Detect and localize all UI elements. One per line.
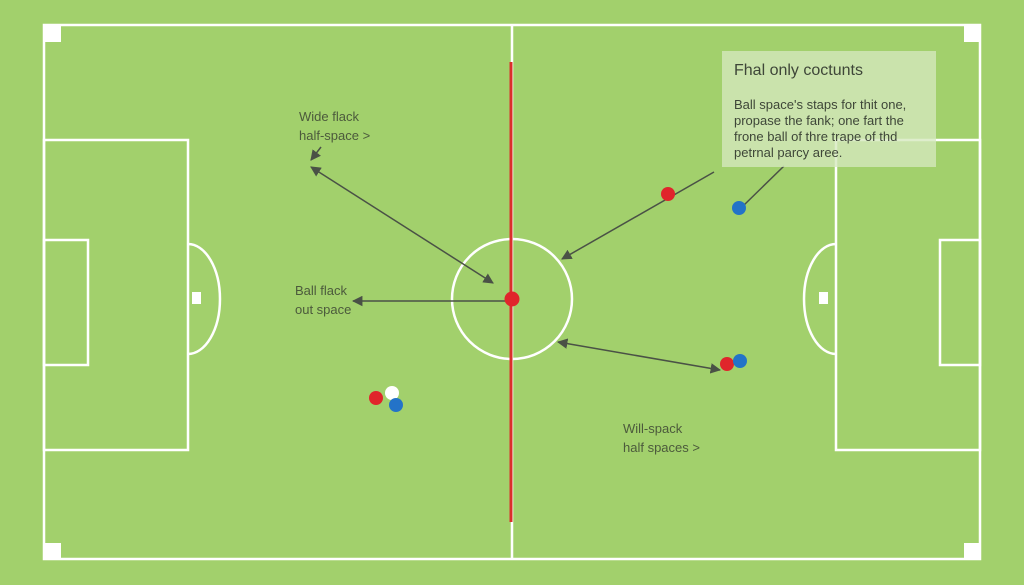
label-ball-out-space: Ball flack out space [295, 281, 351, 319]
connector-info-box [741, 165, 785, 208]
label-line: Wide flack [299, 109, 359, 124]
info-box-body: Ball space's staps for thit one, propase… [734, 97, 924, 161]
arrow-to-center-circle [561, 171, 715, 260]
info-box: Fhal only coctunts Ball space's staps fo… [722, 51, 936, 167]
arrow-will-space [556, 338, 722, 374]
right-goal-area [938, 238, 982, 367]
player-red [661, 187, 675, 201]
movement-arrows [310, 146, 785, 374]
player-blue [733, 354, 747, 368]
label-line: half-space ˃ [299, 128, 371, 143]
info-box-line: frone ball of thre trape of thd [734, 129, 898, 144]
left-penalty-spot [192, 292, 201, 304]
player-red [720, 357, 734, 371]
pitch-marks [45, 26, 980, 559]
corner-top-right [964, 26, 980, 42]
label-line: Will-spack [623, 421, 683, 436]
player-ball-carrier [504, 291, 520, 307]
left-goal-area [42, 238, 90, 367]
players [369, 187, 747, 412]
arrow-wide-label-pointer [310, 146, 322, 161]
arrow-wide-half-space [310, 166, 494, 284]
info-box-line: Ball space's staps for thit one, [734, 97, 907, 112]
player-blue [732, 201, 746, 215]
player-blue [389, 398, 403, 412]
label-wide-half-space: Wide flack half-space ˃ [299, 107, 370, 145]
player-red [369, 391, 383, 405]
label-line: out space [295, 302, 352, 317]
corner-bottom-right [964, 543, 980, 559]
right-penalty-arc [802, 242, 837, 356]
label-will-half-spaces: Will-spack half spaces ˃ [623, 419, 700, 457]
right-penalty-spot [819, 292, 828, 304]
left-penalty-arc [187, 242, 222, 356]
info-box-line: propase the fank; one fart the [734, 113, 904, 128]
label-line: half spaces ˃ [623, 440, 700, 455]
corner-bottom-left [45, 543, 61, 559]
corner-top-left [45, 26, 61, 42]
label-line: Ball flack [295, 283, 348, 298]
info-box-title: Fhal only coctunts [734, 62, 863, 79]
player-white [385, 386, 399, 400]
info-box-line: petrnal parcy aree. [734, 145, 843, 160]
